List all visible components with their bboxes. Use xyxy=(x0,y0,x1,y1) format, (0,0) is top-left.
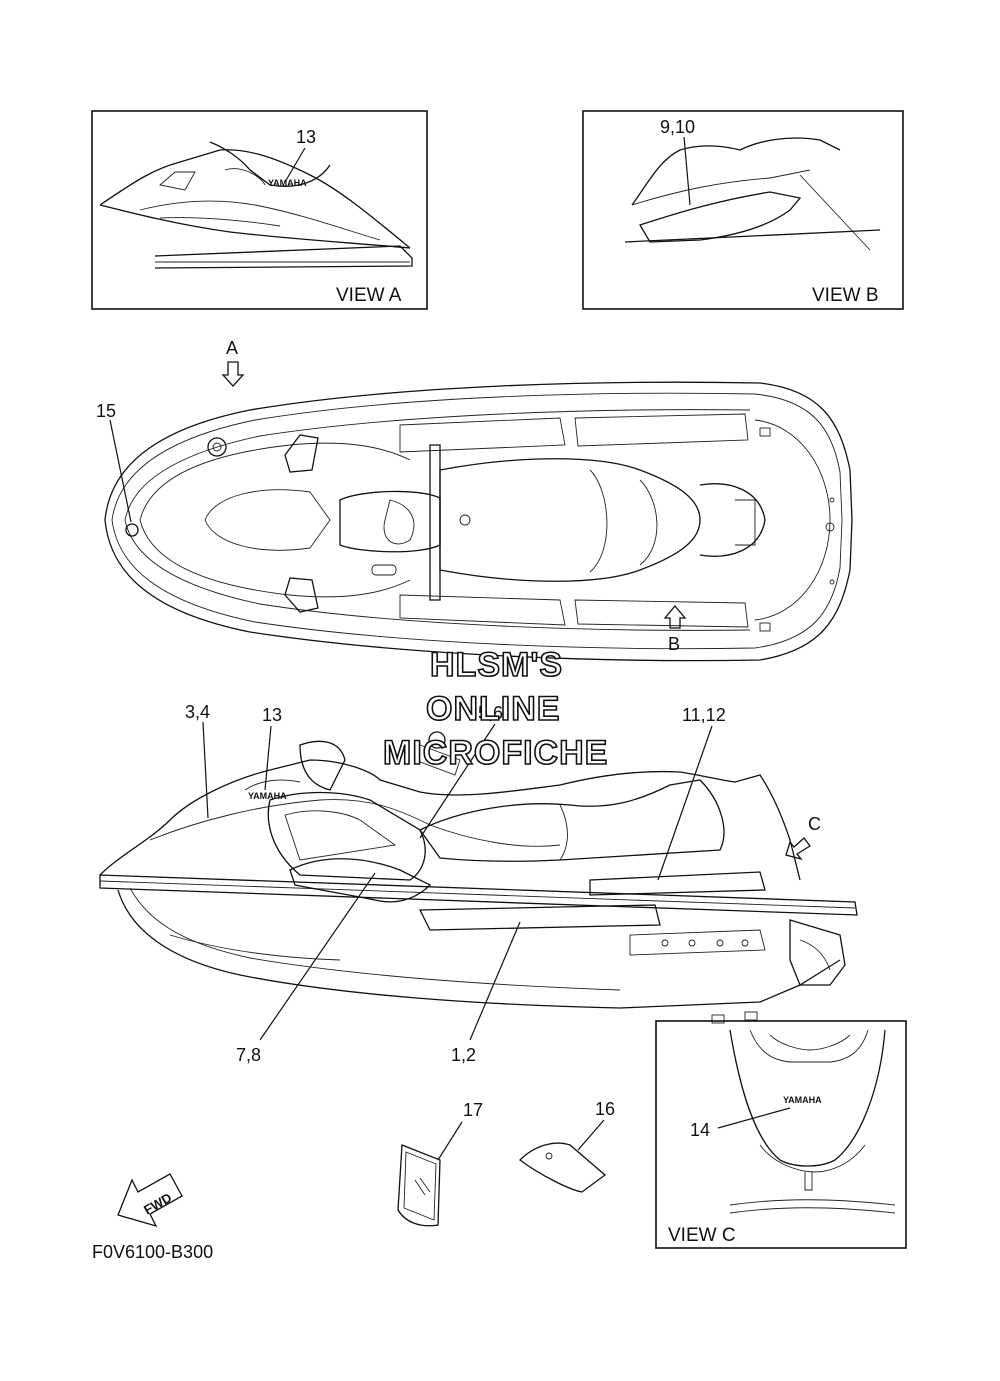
view-c-label: VIEW C xyxy=(668,1225,736,1246)
callout-side-7-8: 7,8 xyxy=(236,1045,261,1065)
watermark-line-2: ONLINE xyxy=(426,690,560,728)
callout-view-c-14: 14 xyxy=(690,1120,710,1140)
callout-top-15: 15 xyxy=(96,401,116,421)
fwd-label: FWD xyxy=(141,1190,174,1218)
fwd-arrow-icon: FWD xyxy=(117,1173,183,1228)
top-view: A xyxy=(96,338,853,662)
callout-side-1-2: 1,2 xyxy=(451,1045,476,1065)
callout-side-13: 13 xyxy=(262,705,282,725)
arrow-a-label: A xyxy=(226,338,238,358)
part-16-cover: 16 xyxy=(519,1099,615,1193)
figure-code: F0V6100-B300 xyxy=(92,1242,213,1262)
arrow-a-icon xyxy=(221,361,245,387)
side-view: YAMAHA C 3,4 13 5,6 11,12 7,8 xyxy=(99,702,858,1065)
watermark-line-1: HLSM'S xyxy=(430,646,563,684)
view-b-label: VIEW B xyxy=(812,285,879,306)
view-a-label: VIEW A xyxy=(336,285,402,306)
callout-side-11-12: 11,12 xyxy=(682,705,726,725)
part-17-pouch: 17 xyxy=(397,1100,483,1227)
view-a-brand-text: YAMAHA xyxy=(268,178,307,188)
arrow-b-icon xyxy=(663,604,687,629)
view-c-brand-text: YAMAHA xyxy=(783,1095,822,1105)
watermark: HLSM'S ONLINE MICROFICHE xyxy=(382,645,608,773)
callout-side-5-6: 5,6 xyxy=(478,703,503,723)
view-a-panel: YAMAHA 13 VIEW A xyxy=(91,110,428,310)
callout-view-a-13: 13 xyxy=(296,127,316,147)
arrow-c-icon xyxy=(785,837,811,861)
callout-view-b-9-10: 9,10 xyxy=(660,117,695,137)
watermark-line-3: MICROFICHE xyxy=(383,734,608,772)
arrow-c-label: C xyxy=(808,814,821,834)
callout-part-17: 17 xyxy=(463,1100,483,1120)
side-brand-text: YAMAHA xyxy=(248,791,287,801)
callout-side-3-4: 3,4 xyxy=(185,702,210,722)
callout-part-16: 16 xyxy=(595,1099,615,1119)
arrow-b-label: B xyxy=(668,634,680,654)
view-c-panel: YAMAHA 14 VIEW C xyxy=(655,1020,907,1249)
view-b-panel: 9,10 VIEW B xyxy=(582,110,904,310)
